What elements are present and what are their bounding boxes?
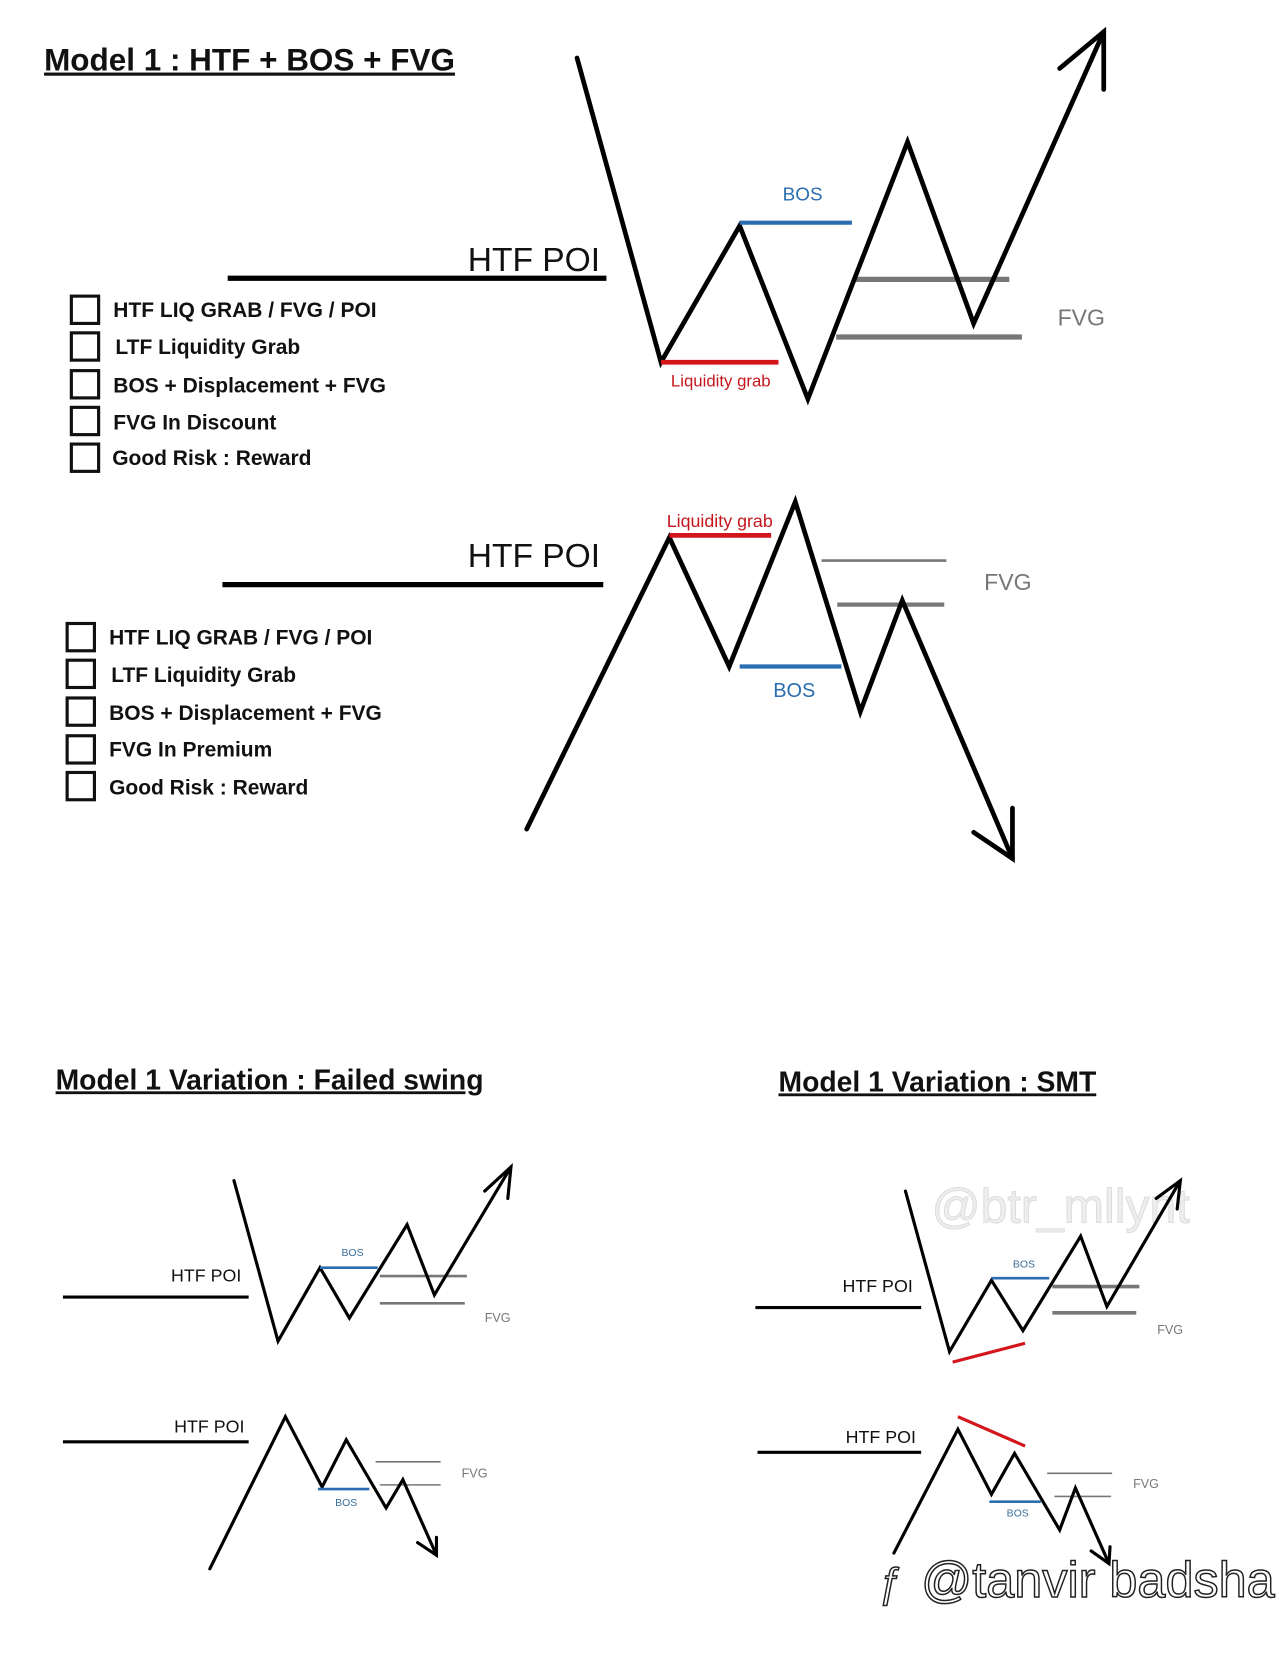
smt-title: Model 1 Variation : SMT bbox=[778, 1066, 1096, 1098]
fvg-label: FVG bbox=[1058, 305, 1105, 331]
checkbox[interactable] bbox=[65, 734, 96, 765]
checklist-item: FVG In Premium bbox=[109, 739, 272, 762]
bos-label: BOS bbox=[335, 1498, 357, 1509]
fvg-label: FVG bbox=[984, 569, 1031, 595]
main-title: Model 1 : HTF + BOS + FVG bbox=[44, 43, 455, 78]
bos-label: BOS bbox=[341, 1248, 363, 1259]
bullish-checklist: HTF LIQ GRAB / FVG / POI LTF Liquidity G… bbox=[69, 294, 386, 473]
checkbox[interactable] bbox=[69, 442, 101, 473]
price-path bbox=[892, 1425, 1111, 1566]
checklist-item: Good Risk : Reward bbox=[112, 447, 311, 470]
liquidity-grab-label: Liquidity grab bbox=[667, 511, 773, 531]
watermark-tiktok: @btr_mllynt bbox=[932, 1180, 1191, 1234]
price-path bbox=[208, 1413, 439, 1571]
bullish-price-path bbox=[574, 29, 1107, 406]
arrow-up-icon bbox=[1154, 1177, 1183, 1211]
fvg-label: FVG bbox=[1133, 1477, 1159, 1491]
htf-poi-label: HTF POI bbox=[842, 1276, 912, 1296]
failed-swing-title: Model 1 Variation : Failed swing bbox=[56, 1064, 484, 1096]
smt-divergence-line bbox=[957, 1415, 1026, 1448]
arrow-down-icon bbox=[971, 805, 1015, 863]
failed-swing-bullish: HTF POI BOS FVG bbox=[62, 1163, 513, 1346]
arrow-up-icon bbox=[1057, 26, 1107, 92]
checkbox[interactable] bbox=[69, 294, 101, 325]
checklist-item: BOS + Displacement + FVG bbox=[109, 702, 382, 725]
htf-poi-label: HTF POI bbox=[846, 1427, 916, 1447]
smt-divergence-line bbox=[952, 1341, 1026, 1364]
smt-bullish: HTF POI BOS FVG bbox=[755, 1177, 1183, 1364]
liquidity-grab-label: Liquidity grab bbox=[671, 371, 771, 390]
facebook-icon: ƒ bbox=[879, 1559, 902, 1606]
checkbox[interactable] bbox=[69, 369, 101, 400]
fvg-label: FVG bbox=[485, 1311, 511, 1325]
checkbox[interactable] bbox=[65, 696, 96, 727]
bos-label: BOS bbox=[783, 185, 823, 206]
bos-label: BOS bbox=[773, 680, 815, 702]
arrow-down-icon bbox=[416, 1535, 439, 1559]
htf-poi-label: HTF POI bbox=[468, 538, 600, 575]
checkbox[interactable] bbox=[65, 658, 96, 690]
bos-label: BOS bbox=[1013, 1260, 1035, 1271]
checklist-item: Good Risk : Reward bbox=[109, 777, 308, 800]
price-path bbox=[232, 1165, 513, 1346]
checklist-item: BOS + Displacement + FVG bbox=[113, 375, 386, 398]
failed-swing-bearish: HTF POI BOS FVG bbox=[62, 1413, 488, 1571]
bearish-model-diagram: HTF POI Liquidity grab BOS FVG bbox=[222, 494, 1032, 863]
watermark-author: @tanvir badsha bbox=[921, 1551, 1274, 1608]
fvg-label: FVG bbox=[1157, 1323, 1183, 1337]
htf-poi-label: HTF POI bbox=[468, 242, 600, 279]
fvg-label: FVG bbox=[462, 1467, 488, 1481]
htf-poi-label: HTF POI bbox=[174, 1416, 244, 1436]
htf-poi-label: HTF POI bbox=[171, 1265, 241, 1285]
bos-label: BOS bbox=[1007, 1508, 1029, 1519]
arrow-up-icon bbox=[483, 1163, 513, 1201]
checklist-item: FVG In Discount bbox=[113, 411, 276, 434]
checklist-item: HTF LIQ GRAB / FVG / POI bbox=[109, 626, 372, 649]
checkbox[interactable] bbox=[69, 331, 101, 362]
checklist-item: LTF Liquidity Grab bbox=[115, 336, 300, 359]
checkbox[interactable] bbox=[65, 770, 96, 802]
checklist-item: LTF Liquidity Grab bbox=[111, 664, 296, 687]
checkbox[interactable] bbox=[69, 405, 101, 437]
bullish-model-diagram: HTF POI BOS Liquidity grab FVG bbox=[227, 26, 1107, 406]
checkbox[interactable] bbox=[65, 621, 96, 653]
arrow-down-icon bbox=[1089, 1545, 1112, 1567]
checklist-item: HTF LIQ GRAB / FVG / POI bbox=[113, 299, 376, 322]
price-path bbox=[903, 1179, 1182, 1356]
smt-bearish: HTF POI BOS FVG bbox=[757, 1415, 1159, 1567]
bearish-checklist: HTF LIQ GRAB / FVG / POI LTF Liquidity G… bbox=[65, 621, 382, 802]
